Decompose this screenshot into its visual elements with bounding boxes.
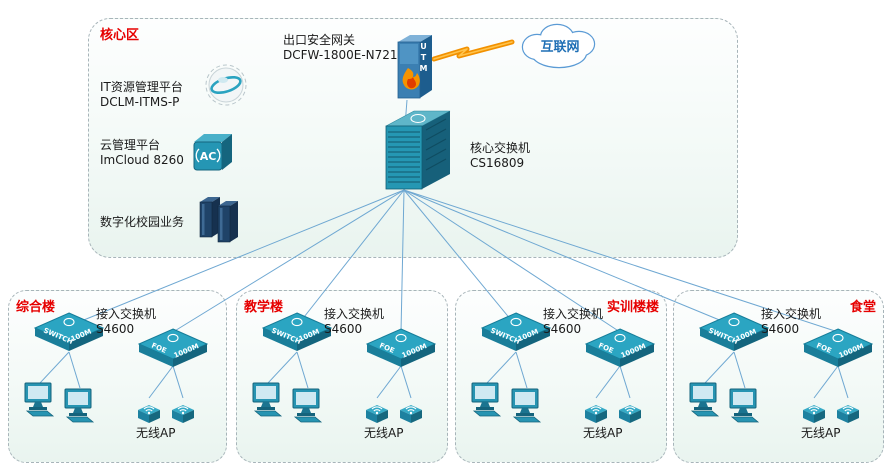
building-title: 食堂 — [849, 300, 876, 315]
internet-label: 互联网 — [540, 40, 579, 55]
ac-device-text: AC — [200, 150, 217, 163]
access-switch-100m-icon: SWITCH 100M — [481, 312, 551, 351]
access-switch-100m-icon: SWITCH 100M — [262, 312, 332, 351]
pc-icon — [292, 388, 323, 423]
it-platform-label: IT资源管理平台 DCLM-ITMS-P — [100, 80, 183, 109]
wireless-ap-icon — [585, 405, 607, 423]
gateway-label: 出口安全网关 DCFW-1800E-N7210 — [283, 33, 406, 62]
core-area-title: 核心区 — [100, 28, 140, 43]
access-switch-1000m-icon: FOE 1000M — [803, 328, 873, 367]
wireless-ap-icon — [366, 405, 388, 423]
pc-icon — [252, 382, 283, 417]
wireless-ap-icon — [837, 405, 859, 423]
access-switch-1000m-icon: FOE 1000M — [138, 328, 208, 367]
access-switch-1000m-icon: FOE 1000M — [585, 328, 655, 367]
pc-icon — [689, 382, 720, 417]
core-switch-label: 核心交换机 CS16809 — [470, 141, 531, 170]
access-switch-100m-icon: SWITCH 100M — [34, 312, 104, 351]
ac-controller-icon: AC — [193, 134, 232, 171]
cloud-platform-label: 云管理平台 ImCloud 8260 — [100, 138, 184, 167]
pc-icon — [729, 388, 760, 423]
utm-firewall-icon — [397, 35, 432, 99]
building-title: 实训楼楼 — [606, 300, 659, 315]
pc-icon — [471, 382, 502, 417]
ap-label: 无线AP — [801, 426, 841, 440]
wireless-ap-icon — [803, 405, 825, 423]
wireless-ap-icon — [619, 405, 641, 423]
ap-label: 无线AP — [583, 426, 623, 440]
pc-icon — [24, 382, 55, 417]
utm-device-text: UTM — [419, 42, 428, 75]
wireless-ap-icon — [400, 405, 422, 423]
building-title: 综合楼 — [16, 300, 56, 315]
it-platform-icon — [205, 64, 247, 106]
ap-label: 无线AP — [136, 426, 176, 440]
internet-cloud-icon: 互联网 — [521, 23, 596, 69]
core-switch-icon — [385, 110, 451, 190]
wireless-ap-icon — [138, 405, 160, 423]
ap-label: 无线AP — [364, 426, 404, 440]
pc-icon — [511, 388, 542, 423]
access-switch-100m-icon: SWITCH 100M — [699, 312, 769, 351]
server-towers-icon — [199, 197, 238, 243]
access-switch-1000m-icon: FOE 1000M — [366, 328, 436, 367]
wireless-ap-icon — [172, 405, 194, 423]
campus-service-label: 数字化校园业务 — [100, 215, 185, 229]
pc-icon — [64, 388, 95, 423]
